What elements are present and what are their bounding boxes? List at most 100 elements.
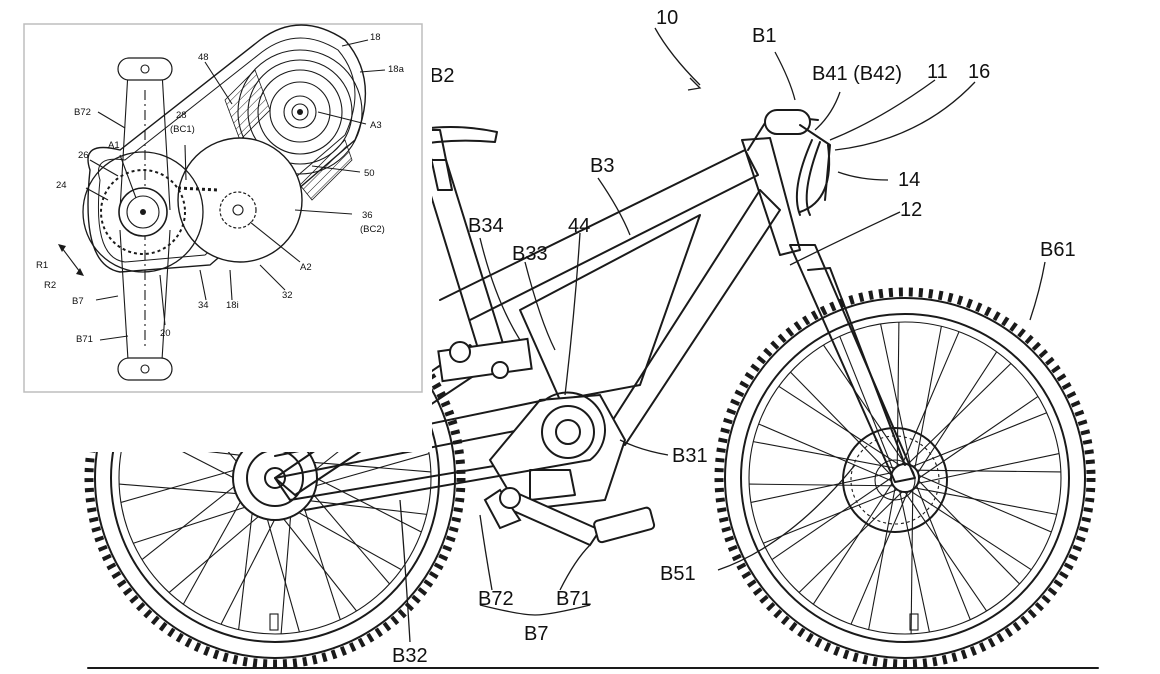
inset-label-a1: A1 <box>108 140 120 151</box>
spoke <box>763 489 898 544</box>
label-seat-stay: B33 <box>512 243 548 265</box>
spoke <box>896 322 900 467</box>
inset-label-r2: R2 <box>44 280 56 291</box>
spoke <box>182 489 248 605</box>
label-cable-11: 11 <box>927 61 948 83</box>
spoke <box>914 326 942 469</box>
label-chain-stay: B32 <box>392 645 428 667</box>
cables <box>795 139 831 216</box>
spoke <box>850 491 909 625</box>
inset-label-b7: B7 <box>72 296 84 307</box>
inset-mid-disc <box>177 137 303 263</box>
inset-label-18i: 18i <box>226 300 239 311</box>
spoke <box>916 469 1061 473</box>
label-saddle: B2 <box>430 65 454 87</box>
spoke <box>133 502 259 544</box>
inset-label-a2: A2 <box>300 262 312 273</box>
spoke <box>299 494 341 620</box>
inset-label-32: 32 <box>282 290 293 301</box>
spoke <box>262 505 300 633</box>
front-wheel <box>714 287 1096 669</box>
handlebar <box>747 109 831 201</box>
frame <box>274 126 916 501</box>
spoke <box>812 483 893 605</box>
label-frame: B3 <box>590 155 614 177</box>
spoke <box>918 480 1020 585</box>
spoke <box>910 490 1032 571</box>
spoke <box>238 499 255 630</box>
spoke <box>912 412 1047 467</box>
spoke <box>280 502 293 634</box>
spoke <box>899 490 930 633</box>
spoke <box>901 331 960 465</box>
spoke <box>918 474 1052 533</box>
spoke <box>274 507 357 612</box>
spoke <box>918 396 1039 479</box>
inset-labels: 18 18a A3 50 36 (BC2) A2 32 18i 34 20 48… <box>36 32 405 345</box>
spoke <box>749 483 894 487</box>
inset-label-b71: B71 <box>76 334 93 345</box>
inset-leader-lines <box>85 39 386 341</box>
spoke <box>119 483 251 496</box>
spoke <box>904 491 987 612</box>
label-cable-16: 16 <box>968 61 990 83</box>
spoke <box>790 371 892 476</box>
inset-housing <box>87 24 367 273</box>
spoke <box>839 336 894 471</box>
spoke <box>778 385 900 466</box>
label-cable-14: 14 <box>898 169 920 191</box>
spoke <box>771 477 892 560</box>
inset-label-50: 50 <box>364 168 375 179</box>
inset-label-36: 36 <box>362 210 373 221</box>
spoke <box>299 460 431 473</box>
label-brake-disc: B51 <box>660 563 696 585</box>
inset-large-pulley <box>237 49 363 175</box>
label-drive-unit: 44 <box>568 215 590 237</box>
label-handlebar: B1 <box>752 25 776 47</box>
inset-crank-arm <box>117 57 173 381</box>
inset-label-bc1: (BC1) <box>170 124 195 135</box>
spoke <box>220 507 282 625</box>
label-crank-assembly: B7 <box>524 623 548 645</box>
drive-unit <box>488 393 627 512</box>
spoke <box>910 489 914 634</box>
spoke <box>916 485 971 620</box>
inset-label-48: 48 <box>198 52 209 63</box>
inset-label-18: 18 <box>370 32 381 43</box>
spoke <box>798 491 903 593</box>
spoke <box>750 472 893 503</box>
crank-assembly <box>483 487 656 547</box>
spoke <box>917 351 998 473</box>
inset-label-18a: 18a <box>388 64 405 75</box>
inset-label-34: 34 <box>198 300 209 311</box>
spoke <box>823 344 906 465</box>
spoke <box>753 441 896 469</box>
label-left-crank: B72 <box>478 588 514 610</box>
inset-label-bc2: (BC2) <box>360 224 385 235</box>
inset-panel: 18 18a A3 50 36 (BC2) A2 32 18i 34 20 48… <box>0 0 432 452</box>
inset-label-b72: B72 <box>74 107 91 118</box>
inset-label-28: 28 <box>176 110 187 121</box>
spoke <box>168 507 270 593</box>
spoke <box>758 423 892 482</box>
label-bicycle: 10 <box>656 7 678 29</box>
inset-label-r1: R1 <box>36 260 48 271</box>
spoke <box>296 498 427 515</box>
spoke <box>880 323 911 466</box>
main-labels: 10 B1 B41 (B42) 11 16 14 12 B61 B2 B3 B3… <box>392 7 1076 667</box>
spoke <box>302 453 430 491</box>
spoke <box>141 477 246 560</box>
spoke <box>914 487 1057 515</box>
label-seat-tube: B34 <box>468 215 504 237</box>
label-right-crank: B71 <box>556 588 592 610</box>
inset-label-24: 24 <box>56 180 67 191</box>
spoke <box>286 505 402 571</box>
inset-rotation-arrows <box>58 244 84 276</box>
spoke <box>917 453 1060 484</box>
label-front-wheel: B61 <box>1040 239 1076 261</box>
inset-chainring <box>82 151 219 273</box>
inset-label-a3: A3 <box>370 120 382 131</box>
spoke <box>868 487 896 630</box>
inset-label-26: 26 <box>78 150 89 161</box>
inset-label-20: 20 <box>160 328 171 339</box>
